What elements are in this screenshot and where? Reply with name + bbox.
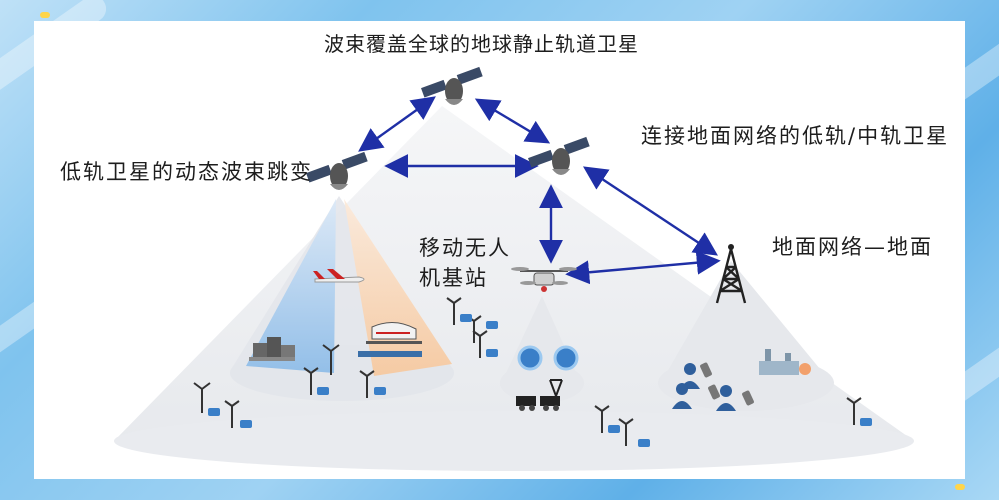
- decorative-dot: [40, 12, 50, 18]
- leo-orange-beam: [344, 199, 452, 376]
- geo-coverage-footprint: [114, 411, 914, 471]
- ground-network-label: 地面网络—地面: [772, 235, 933, 259]
- meo-satellite-icon: [528, 136, 590, 175]
- decorative-dot: [955, 484, 965, 490]
- diagram-panel: 波束覆盖全球的地球静止轨道卫星 低轨卫星的动态波束跳变 连接地面网络的低轨/中轨…: [34, 21, 965, 479]
- airplane-icon: [313, 269, 365, 283]
- link-geo-leo: [358, 96, 436, 152]
- link-drone-tower: [565, 250, 721, 285]
- buildings-icon: [249, 337, 295, 361]
- iot-device-icon: [208, 314, 872, 447]
- link-arrows: [358, 96, 721, 285]
- leo-blue-beam: [246, 199, 336, 373]
- wind-turbine-icon: [193, 297, 862, 446]
- drone-coverage-footprint: [500, 363, 584, 403]
- train-icon: [358, 322, 422, 357]
- drone-base-station-label: 移动无人机基站: [419, 236, 511, 290]
- network-badge-icon: [517, 345, 543, 371]
- cell-tower-icon: [715, 244, 747, 304]
- drone-base-station-icon: [511, 267, 577, 292]
- mining-icon: [516, 379, 563, 411]
- leo-beam-label: 低轨卫星的动态波束跳变: [60, 160, 313, 184]
- diagram-title: 波束覆盖全球的地球静止轨道卫星: [324, 32, 639, 56]
- link-meo-tower: [582, 166, 719, 256]
- meo-network-label: 连接地面网络的低轨/中轨卫星: [641, 124, 950, 148]
- link-geo-meo: [474, 98, 551, 144]
- factory-icon: [759, 349, 811, 375]
- network-diagram: [114, 66, 914, 471]
- network-badge-icon: [553, 345, 579, 371]
- people-icon: [672, 363, 736, 411]
- leo-satellite-icon: [306, 151, 368, 190]
- geo-satellite-icon: [421, 66, 483, 105]
- mobile-phone-icon: [700, 362, 754, 406]
